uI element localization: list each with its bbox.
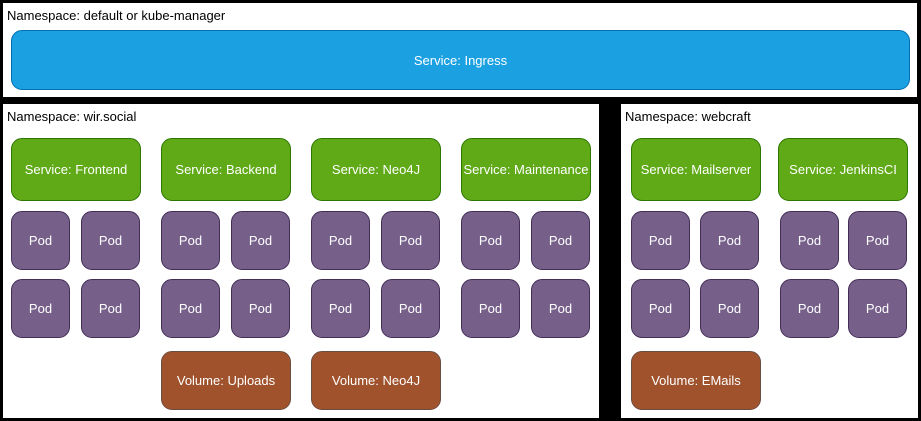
pod-node: Pod [531,211,590,270]
namespace-panel-wir-social: Namespace: wir.social Service: Frontend … [3,104,599,418]
pod-node: Pod [231,211,290,270]
pod-node: Pod [81,279,140,338]
pod-node: Pod [531,279,590,338]
volume-neo4j-node: Volume: Neo4J [311,351,441,410]
pod-node: Pod [780,211,839,270]
pod-node: Pod [780,279,839,338]
pod-node: Pod [381,211,440,270]
service-jenkinsci-node: Service: JenkinsCI [778,138,908,201]
pod-node: Pod [81,211,140,270]
pod-node: Pod [461,279,520,338]
volume-uploads-node: Volume: Uploads [161,351,291,410]
service-mailserver-node: Service: Mailserver [631,138,761,201]
pod-node: Pod [381,279,440,338]
pod-node: Pod [848,279,907,338]
volume-emails-node: Volume: EMails [631,351,761,410]
pod-node: Pod [461,211,520,270]
pod-node: Pod [700,211,759,270]
service-ingress-node: Service: Ingress [11,30,910,90]
namespace-label-default: Namespace: default or kube-manager [7,8,226,23]
pod-node: Pod [231,279,290,338]
pod-node: Pod [631,279,690,338]
pod-node: Pod [848,211,907,270]
namespace-panel-default: Namespace: default or kube-manager Servi… [3,3,917,97]
pod-node: Pod [161,279,220,338]
namespace-label-wir-social: Namespace: wir.social [7,109,137,124]
service-neo4j-node: Service: Neo4J [311,138,441,201]
namespace-panel-webcraft: Namespace: webcraft Service: Mailserver … [621,104,918,418]
pod-node: Pod [311,211,370,270]
pod-node: Pod [161,211,220,270]
pod-node: Pod [11,211,70,270]
namespace-label-webcraft: Namespace: webcraft [625,109,751,124]
pod-node: Pod [11,279,70,338]
service-backend-node: Service: Backend [161,138,291,201]
service-frontend-node: Service: Frontend [11,138,141,201]
pod-node: Pod [631,211,690,270]
pod-node: Pod [311,279,370,338]
pod-node: Pod [700,279,759,338]
service-maintenance-node: Service: Maintenance [461,138,591,201]
